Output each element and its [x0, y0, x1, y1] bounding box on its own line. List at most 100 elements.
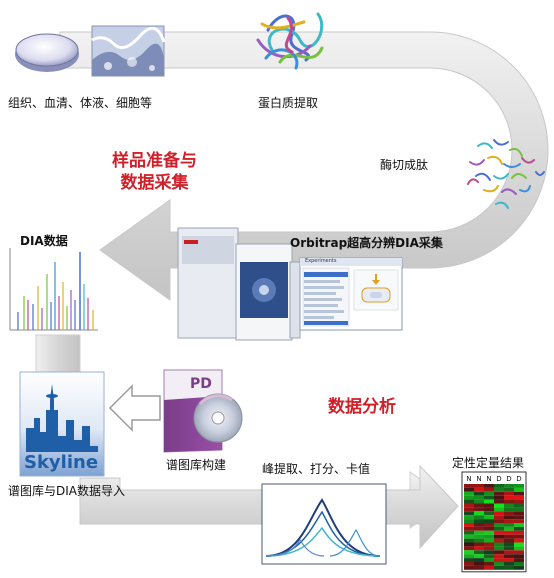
heatmap-cell: [494, 538, 504, 543]
heatmap-cell: [494, 554, 504, 559]
peptide-fragments-icon: [467, 139, 545, 209]
heatmap-cell: [484, 495, 494, 500]
heatmap-cell: [504, 519, 514, 523]
heatmap-cell: [474, 484, 484, 488]
heatmap-cell: [464, 530, 474, 535]
heatmap-cell: [474, 534, 484, 539]
heatmap-cell: [504, 495, 514, 500]
quant-results-label: 定性定量结果: [452, 456, 525, 470]
heatmap-cell: [484, 523, 494, 527]
heatmap-cell: [494, 519, 504, 523]
heatmap-cell: [474, 550, 484, 555]
heatmap-cell: [464, 554, 474, 559]
heatmap-cell: [514, 558, 524, 562]
heatmap-cell: [464, 550, 474, 555]
heatmap-cell: [474, 507, 484, 512]
sample-sources-label: 组织、血清、体液、细胞等: [8, 96, 153, 110]
heatmap-cell: [514, 507, 524, 512]
heatmap-cell: [464, 515, 474, 520]
heatmap-cell: [514, 542, 524, 547]
heatmap-cell: [484, 484, 494, 488]
skyline-logo: [19, 371, 105, 477]
heatmap-cell: [484, 530, 494, 535]
library-import-arrow: [108, 384, 161, 432]
heatmap-cell: [464, 538, 474, 543]
heatmap-cell: [484, 519, 494, 523]
heatmap-cell: [464, 503, 474, 508]
heatmap-cell: [494, 542, 504, 547]
heatmap-cell: [464, 542, 474, 547]
pd-label: PD: [190, 376, 212, 392]
heatmap-cell: [474, 503, 484, 508]
heatmap-cell: [474, 558, 484, 562]
dia-data-label: DIA数据: [20, 234, 68, 248]
heatmap-cell: [474, 546, 484, 551]
heatmap-cell: [484, 538, 494, 543]
heatmap-cell: [474, 511, 484, 516]
heatmap-cell: [484, 507, 494, 512]
library-building-label: 谱图库构建: [166, 458, 227, 472]
heatmap-cell: [474, 542, 484, 547]
heatmap-cell: [474, 526, 484, 531]
heatmap-cell: [484, 546, 494, 551]
heatmap-cell: [494, 565, 504, 570]
heatmap-cell: [464, 487, 474, 492]
heatmap-cell: [494, 515, 504, 520]
heatmap-cell: [464, 484, 474, 488]
heatmap-cell: [514, 565, 524, 570]
experiments-title: Experiments: [305, 258, 337, 264]
heatmap-cell: [474, 554, 484, 559]
heatmap-cell: [484, 562, 494, 566]
heatmap-cell: [504, 538, 514, 543]
digestion-label: 酶切成肽: [380, 158, 429, 172]
heatmap-cell: [514, 526, 524, 531]
heatmap-cell: [474, 565, 484, 570]
heatmap-cell: [504, 558, 514, 562]
heatmap-cell: [504, 542, 514, 547]
heatmap-cell: [484, 499, 494, 504]
sample-prep-heading-line2: 数据采集: [120, 173, 189, 193]
heatmap-cell: [504, 499, 514, 504]
heatmap-cell: [464, 519, 474, 523]
protein-extraction-label: 蛋白质提取: [258, 96, 319, 110]
proteome-discoverer-box: [163, 369, 243, 453]
heatmap-results: [461, 471, 527, 573]
heatmap-header: N: [466, 475, 472, 483]
acquisition-software-window: [299, 257, 403, 331]
heatmap-cell: [504, 507, 514, 512]
heatmap-cell: [514, 554, 524, 559]
sample-prep-heading-line1: 样品准备与: [112, 151, 197, 171]
heatmap-cell: [464, 565, 474, 570]
heatmap-cell: [484, 550, 494, 555]
dia-acquisition-label: Orbitrap超高分辨DIA采集: [290, 236, 443, 250]
heatmap-cell: [504, 546, 514, 551]
heatmap-cell: [514, 546, 524, 551]
data-analysis-heading: 数据分析: [328, 397, 396, 417]
heatmap-cell: [464, 511, 474, 516]
heatmap-cell: [494, 550, 504, 555]
heatmap-cell: [464, 495, 474, 500]
heatmap-cell: [494, 503, 504, 508]
heatmap-cell: [464, 546, 474, 551]
heatmap-cell: [464, 562, 474, 566]
heatmap-header: D: [496, 475, 502, 483]
heatmap-cell: [494, 507, 504, 512]
heatmap-cell: [514, 515, 524, 520]
heatmap-cell: [464, 491, 474, 496]
heatmap-header: D: [506, 475, 512, 483]
heatmap-cell: [494, 546, 504, 551]
heatmap-cell: [514, 487, 524, 492]
heatmap-header: N: [476, 475, 482, 483]
heatmap-cell: [494, 499, 504, 504]
heatmap-cell: [514, 484, 524, 488]
heatmap-cell: [484, 554, 494, 559]
skyline-logo-text: Skyline: [24, 452, 99, 473]
heatmap-cell: [514, 550, 524, 555]
heatmap-cell: [494, 526, 504, 531]
heatmap-cell: [484, 491, 494, 496]
heatmap-cell: [514, 499, 524, 504]
heatmap-cell: [484, 565, 494, 570]
dia-to-skyline-arrow: [35, 334, 81, 376]
heatmap-cell: [514, 495, 524, 500]
